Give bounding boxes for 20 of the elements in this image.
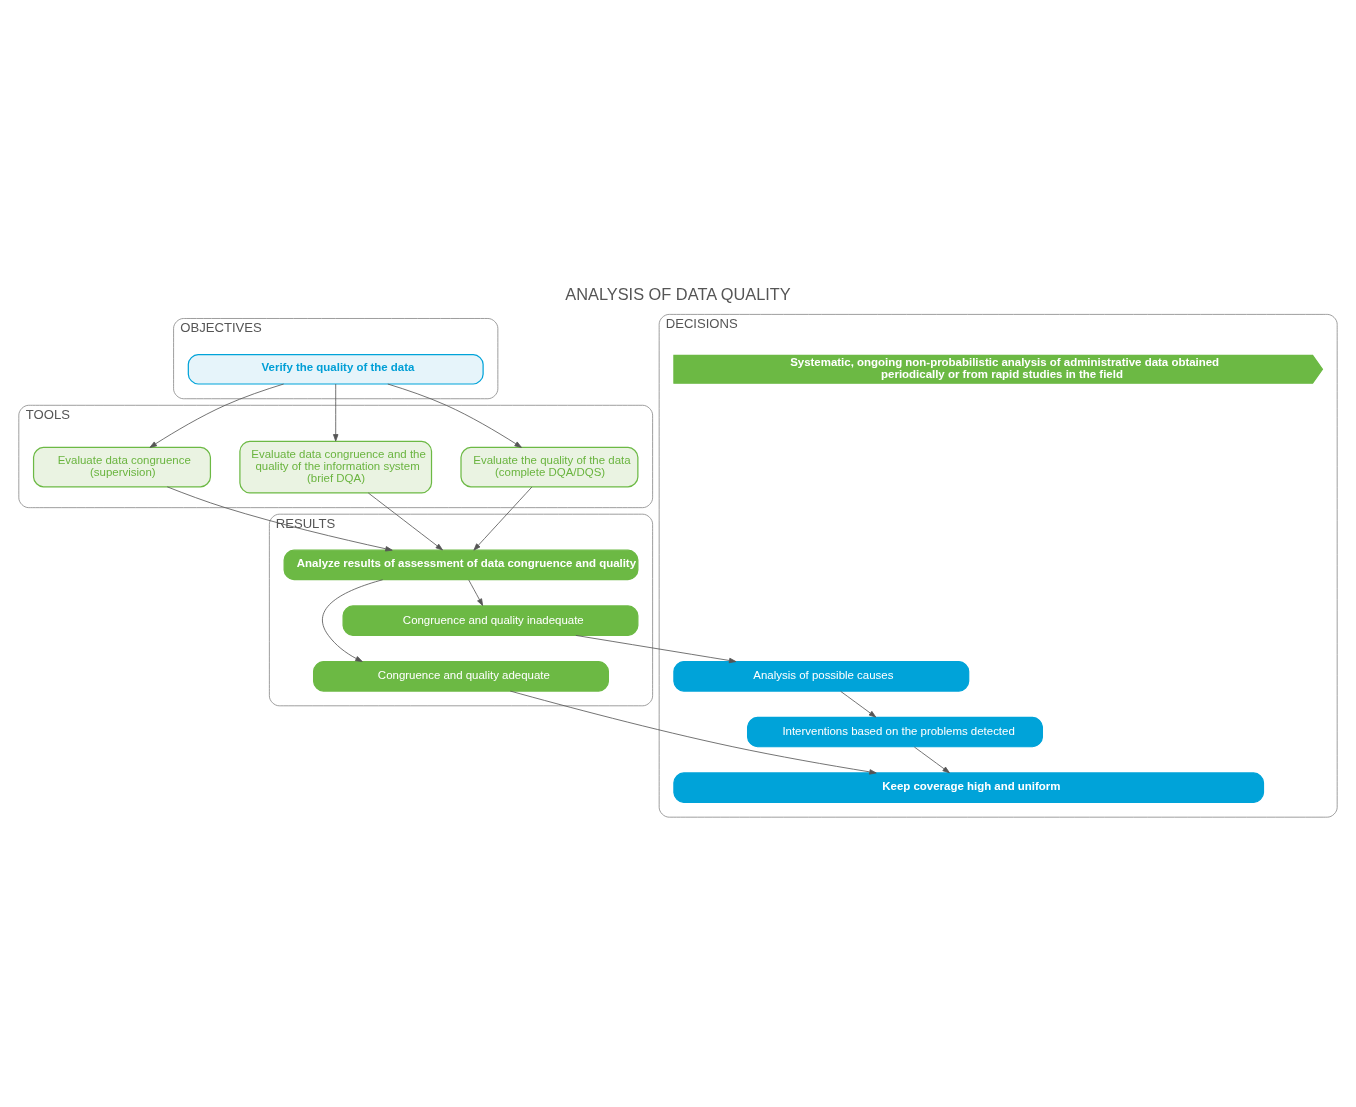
node-box: Evaluate data congruence (supervision): [32, 446, 212, 488]
node-box: Evaluate the quality of the data (complete DQA/DQS): [460, 446, 639, 488]
node-box: Congruence and quality adequate: [313, 660, 609, 692]
arrow: [840, 690, 877, 718]
node-box: Congruence and quality inadequate: [342, 605, 639, 636]
node-box: Evaluate data congruence and the quality of the information system (brief DQA): [239, 440, 433, 494]
node-box: Verify the quality of the data: [187, 353, 484, 385]
diagram-title: ANALYSIS OF DATA QUALITY: [565, 284, 791, 303]
arrow: [367, 492, 443, 551]
arrow: [473, 486, 533, 551]
arrow: [333, 383, 339, 442]
node-box: Interventions based on the problems detected: [747, 716, 1043, 748]
arrow: [322, 579, 384, 662]
node-box: Analysis of possible causes: [673, 660, 970, 692]
arrow: [509, 690, 877, 775]
arrow: [913, 746, 950, 774]
arrow: [468, 579, 484, 606]
node-box: Keep coverage high and uniform: [673, 772, 1265, 804]
arrow: [575, 635, 737, 664]
node-box: Analyze results of assessment of data congruence and quality: [283, 549, 639, 581]
